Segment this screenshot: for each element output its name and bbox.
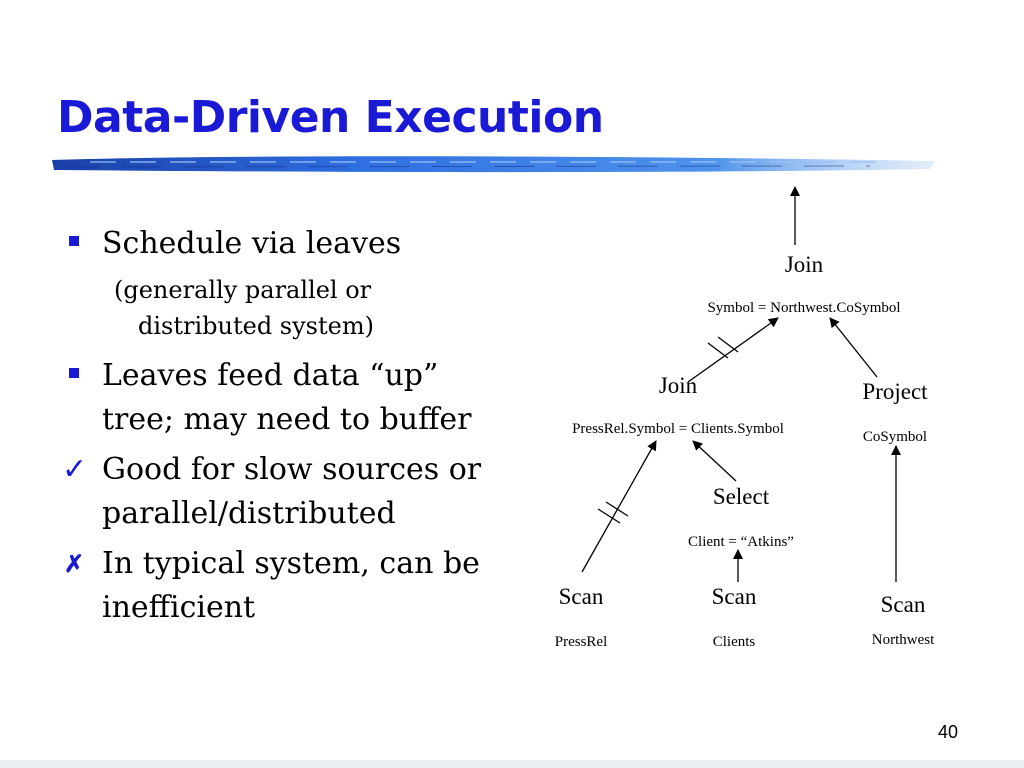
scan-northwest-detail: Northwest <box>872 632 935 648</box>
scan-clients-label: Scan <box>712 584 757 609</box>
edge-scan-pressrel-to-join <box>581 440 657 573</box>
bullet-item: Leaves feed data “up” tree; may need to … <box>62 354 502 442</box>
bullet-list: Schedule via leaves (generally parallel … <box>62 222 502 636</box>
blocking-mark <box>717 336 739 353</box>
edge-select-to-join <box>692 440 737 482</box>
bullet-text: Good for slow sources or parallel/distri… <box>102 452 482 531</box>
blocking-mark <box>707 342 729 359</box>
blocking-mark <box>597 508 621 524</box>
cross-mark-icon: ✗ <box>63 549 85 578</box>
root-join-label: Join <box>785 252 824 277</box>
bullet-item: ✓ Good for slow sources or parallel/dist… <box>62 448 502 536</box>
bullet-subtext: (generally parallel or distributed syste… <box>114 276 374 340</box>
bullet-text: Leaves feed data “up” tree; may need to … <box>102 358 472 437</box>
project-label: Project <box>862 379 928 404</box>
select-label: Select <box>713 484 770 509</box>
bullet-text: In typical system, can be inefficient <box>102 546 480 625</box>
select-detail: Client = “Atkins” <box>688 534 794 550</box>
root-join-condition: Symbol = Northwest.CoSymbol <box>707 300 900 316</box>
bullet-text: Schedule via leaves <box>102 226 402 261</box>
edge-join-to-root <box>687 317 779 383</box>
scan-clients-detail: Clients <box>713 634 756 650</box>
footer-band <box>0 760 1024 768</box>
join-label: Join <box>659 373 698 398</box>
slide-title: Data-Driven Execution <box>57 92 604 143</box>
join-condition: PressRel.Symbol = Clients.Symbol <box>572 421 784 437</box>
scan-pressrel-label: Scan <box>559 584 604 609</box>
bullet-item: Schedule via leaves <box>62 222 502 266</box>
blocking-mark <box>605 501 629 517</box>
check-mark-icon: ✓ <box>62 452 88 487</box>
scan-northwest-label: Scan <box>881 592 926 617</box>
title-underline-brush <box>52 156 935 173</box>
scan-pressrel-detail: PressRel <box>555 634 608 650</box>
project-detail: CoSymbol <box>863 429 927 445</box>
bullet-item: ✗ In typical system, can be inefficient <box>62 542 502 630</box>
page-number: 40 <box>937 722 958 742</box>
edge-project-to-root <box>829 317 878 378</box>
